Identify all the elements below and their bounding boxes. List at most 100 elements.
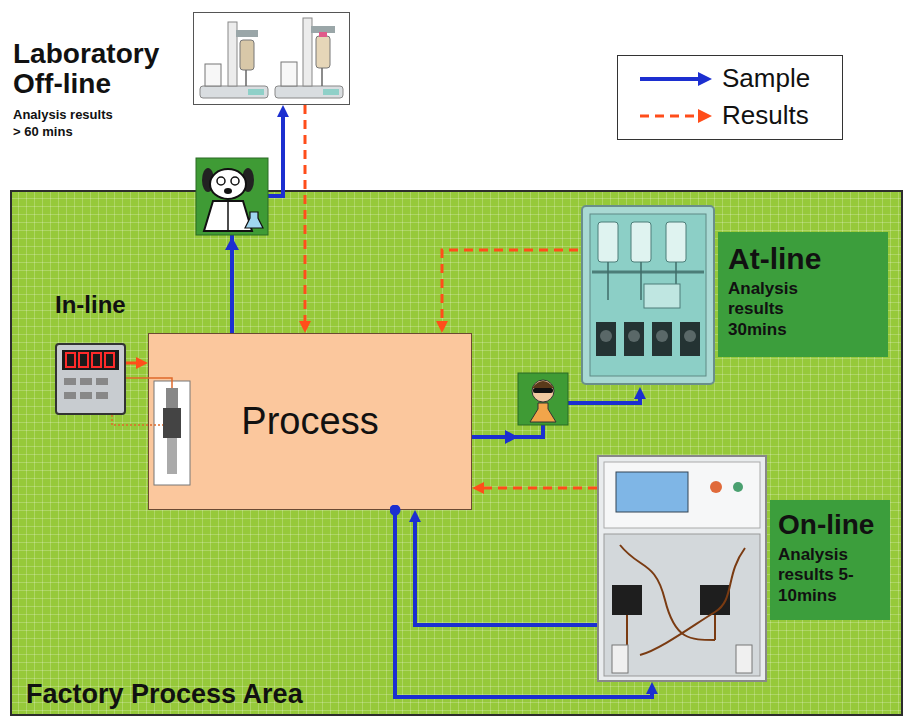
in-line-meter-body-part [79,353,88,367]
response-time: Analysis results > 60 mins [13,107,120,140]
legend-row: Sample [638,60,828,97]
on-line-analyzer-cabinet-part [733,482,743,492]
titrator-illustration-part [240,40,254,70]
legend-swatch-part [640,77,700,81]
scientist-icon-part [231,177,239,185]
section-heading: At-line [728,242,878,275]
in-line-meter-body-part [105,353,114,367]
on-line-analyzer-cabinet [598,456,766,681]
legend-swatch [638,69,712,89]
sensor-probe-part [163,408,181,438]
scientist-icon-part [224,188,232,194]
technician-icon-part [532,381,554,388]
at-line-cabinet-part [600,330,612,342]
in-line-meter-body-part [92,353,101,367]
probe-wire-part [126,378,172,388]
titrator-illustration [200,18,343,98]
on-line-analyzer-cabinet-part [640,548,745,655]
in-line-meter-body-part [56,344,125,414]
legend-swatch [638,106,712,126]
text-holder: Laboratory Off-lineAnalysis results > 60… [13,39,191,140]
technician-icon [518,373,568,425]
titrator-illustration-part [281,62,297,86]
at-line-cabinet-part [598,222,618,262]
text-holder: In-line [55,291,126,319]
at-line-cabinet-part [631,222,651,262]
probe-wire-part [112,415,163,425]
in-line-meter-body-part [64,392,76,399]
in-line-meter-body-part [96,378,108,385]
titrator-illustration-part [248,89,264,95]
titrator-illustration-part [323,89,339,95]
section-heading: On-line [778,510,882,541]
at-line-cabinet-part [656,330,668,342]
result-flow [480,487,597,490]
legend-swatch-part [640,114,700,117]
in-line-meter-body-part [80,378,92,385]
titrator-illustration-part [200,86,268,98]
at-line-cabinet-part [582,206,714,384]
on-line-analyzer-cabinet-part [604,534,760,676]
titrator-illustration-part [275,86,343,98]
sample-flow [415,518,597,625]
technician-icon-part [533,388,553,393]
technician-icon-part [532,380,554,402]
area-label: Factory Process Area [26,679,303,710]
response-time: Analysis results 5- 10mins [778,545,878,606]
titrator-illustration-part [205,64,221,86]
on-line-analyzer-cabinet-part [612,645,628,673]
legend-swatch-part [698,72,712,86]
on-line-analyzer-cabinet-part [612,585,642,615]
text-holder: Process [149,334,471,509]
at-line-cabinet-part [680,322,700,356]
in-line-meter-body [56,344,125,414]
in-line-meter-body-part [62,350,119,370]
sample-flow [395,510,652,697]
in-line-meter-body-part [80,392,92,399]
at-line-cabinet-part [590,214,706,376]
at-line-cabinet-part [684,330,696,342]
sensor-probe-part [166,388,178,408]
flow-arrowhead [225,237,518,444]
legend-row: Results [638,97,828,134]
scientist-icon-part [196,158,268,235]
technician-icon-part [518,373,568,425]
titrator-illustration-part [228,22,237,86]
sensor-probe [154,381,190,485]
text-holder: On-lineAnalysis results 5- 10mins [770,500,890,620]
scientist-icon-part [227,201,229,231]
in-line-meter-body-part [64,378,76,385]
process-label: Process [241,400,378,443]
at-line-cabinet-part [628,330,640,342]
scientist-icon-part [210,169,246,199]
at-line-cabinet-part [624,322,644,356]
titrator-illustration-part [311,26,335,33]
at-line-cabinet-part [644,284,680,308]
factory-area: Factory Process AreaAt-lineAnalysis resu… [10,190,903,716]
titrator-illustration-part [319,32,327,37]
titrator-illustration-part [236,30,258,37]
section-heading: In-line [55,291,126,319]
on-line-analyzer-cabinet-part [710,481,722,493]
result-flow [304,105,307,325]
result-flow [126,362,140,365]
in-line-meter-body-part [66,353,75,367]
titrator-illustration-part [316,36,330,68]
sensor-probe-part [154,381,190,485]
technician-icon-part [530,403,556,422]
at-line-cabinet-part [666,222,686,262]
on-line-analyzer-cabinet-part [604,462,760,528]
process-box: Process [148,333,472,510]
legend-label: Results [722,100,809,131]
probe-wire [112,378,172,425]
at-line-cabinet [582,206,714,384]
result-flow [442,250,578,325]
in-line-meter-body-part [96,392,108,399]
on-line-analyzer-cabinet-part [627,615,715,645]
text-holder: At-lineAnalysis results 30mins [718,232,888,357]
titrator-illustration-part [303,18,312,86]
legend-label: Sample [722,63,810,94]
sensor-probe-part [167,438,177,474]
at-line-cabinet-part [592,271,704,274]
